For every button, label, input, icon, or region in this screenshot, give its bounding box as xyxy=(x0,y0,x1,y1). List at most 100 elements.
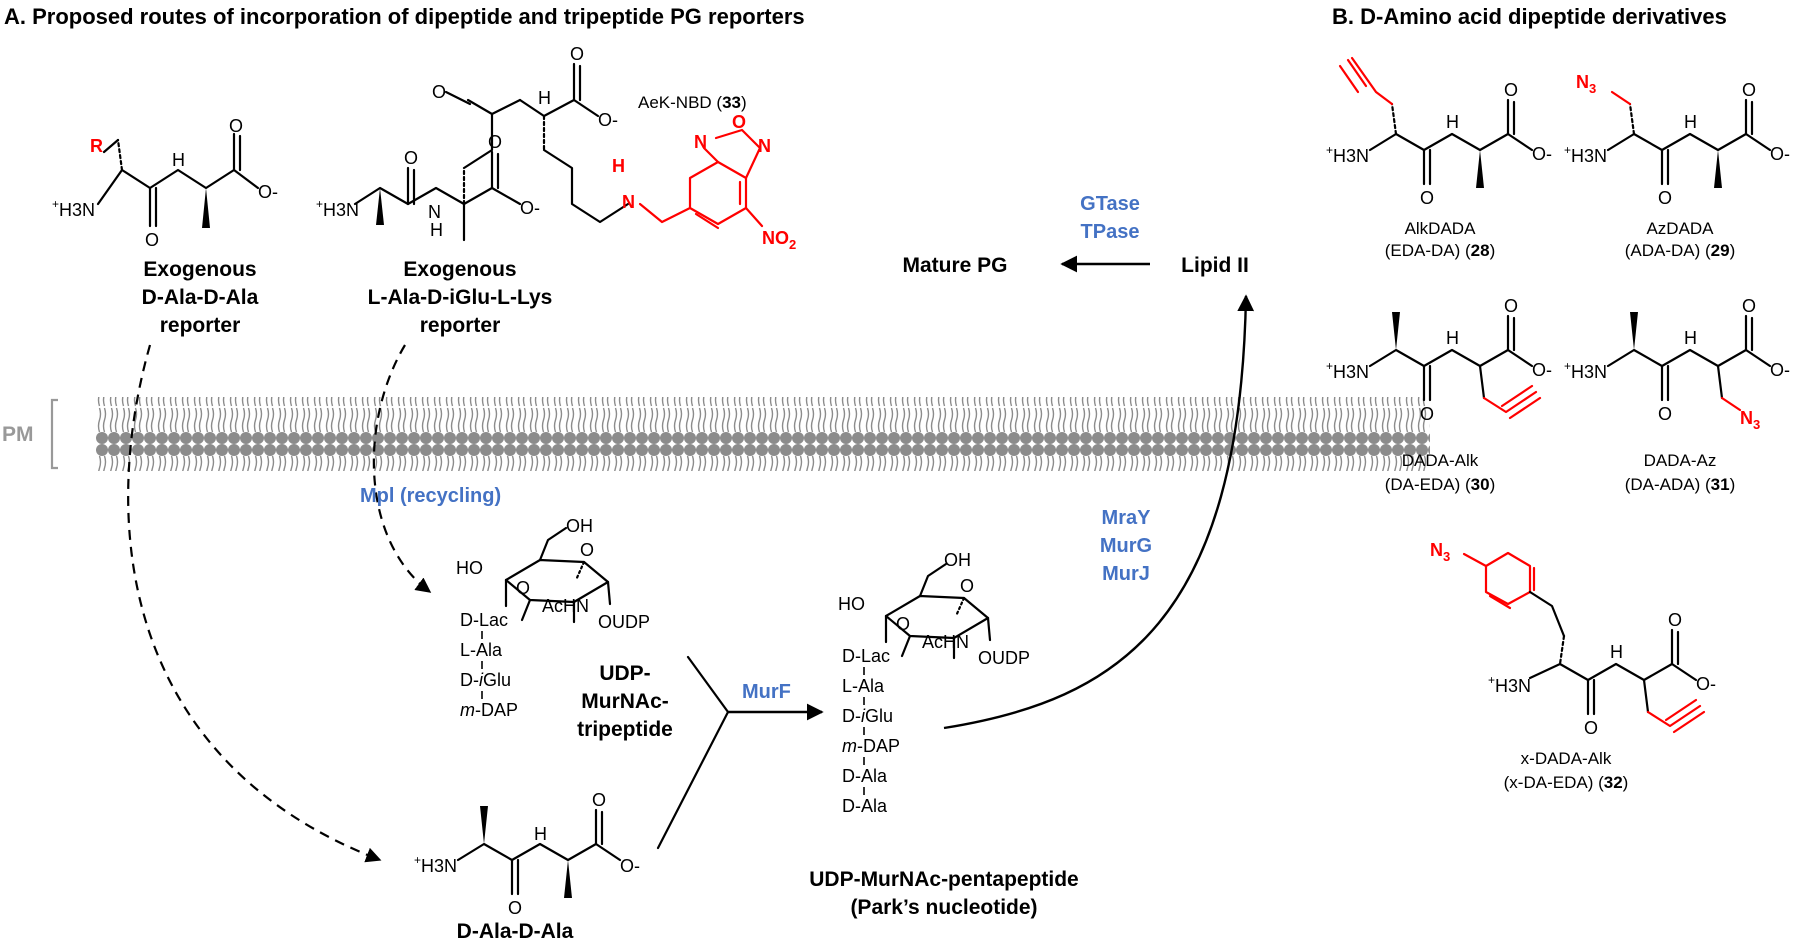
tri-oudp: OUDP xyxy=(598,612,650,632)
reporter1-label-line3: reporter xyxy=(160,314,241,337)
compound-28-structure xyxy=(1338,56,1534,188)
reporter2-structure xyxy=(353,62,630,242)
c31-h3n: +H3N xyxy=(1564,359,1607,382)
c28-h3n: +H3N xyxy=(1326,143,1369,166)
c28-nh: H xyxy=(1446,112,1459,132)
compound-30-structure xyxy=(1368,312,1542,420)
reporter1-acid-o: O xyxy=(229,116,243,136)
c31-name: DADA-Az xyxy=(1644,451,1717,470)
tri-o-lac: O xyxy=(516,578,530,598)
tri-ring-o: O xyxy=(580,540,594,560)
compound-29-structure xyxy=(1606,90,1772,188)
c30-abbr: (DA-EDA) (30) xyxy=(1385,475,1496,494)
membrane-label: PM xyxy=(2,423,34,446)
nbd-n2: N xyxy=(758,136,771,156)
enzyme-mpl: Mpl (recycling) xyxy=(360,485,501,507)
c30-name: DADA-Alk xyxy=(1402,451,1479,470)
c31-n3: N3 xyxy=(1740,408,1760,432)
reporter2-ominus2: O- xyxy=(598,110,618,130)
udp-tripeptide-line3: tripeptide xyxy=(577,718,673,741)
dipeptide-h3n: +H3N xyxy=(414,853,457,876)
reporter2-o2: O xyxy=(488,132,502,152)
udp-tripeptide-line1: UDP- xyxy=(599,662,650,685)
penta-oh: OH xyxy=(944,550,971,570)
reporter1-path-arrow xyxy=(127,344,382,863)
pentapeptide-label-line2: (Park’s nucleotide) xyxy=(850,896,1037,919)
nbd-nh: H xyxy=(612,156,625,176)
reporter2-h3n: +H3N xyxy=(316,197,359,220)
c30-nh: H xyxy=(1446,328,1459,348)
nbd-no2: NO2 xyxy=(762,228,796,252)
c29-n3: N3 xyxy=(1576,72,1596,96)
pentapeptide-residue: D-iGlu xyxy=(842,706,893,726)
nbd-n-amine: N xyxy=(622,192,635,212)
tripeptide-residue: D-Lac xyxy=(460,610,508,630)
c30-acid-o: O xyxy=(1504,296,1518,316)
tripeptide-residue: D-iGlu xyxy=(460,670,511,690)
reporter2-path-arrow xyxy=(372,344,432,593)
c28-name: AlkDADA xyxy=(1405,219,1477,238)
reporter2-ominus1: O- xyxy=(520,198,540,218)
c32-name: x-DADA-Alk xyxy=(1521,749,1612,768)
c31-acid-o: O xyxy=(1742,296,1756,316)
reporter1-label-line2: D-Ala-D-Ala xyxy=(142,286,259,309)
c32-h3n: +H3N xyxy=(1488,673,1531,696)
c30-o: O xyxy=(1420,404,1434,424)
c32-n3: N3 xyxy=(1430,540,1450,564)
udp-pentapeptide-sugar xyxy=(884,562,992,660)
c32-acid-o: O xyxy=(1668,610,1682,630)
lipid-ii-label: Lipid II xyxy=(1181,254,1249,277)
dipeptide-structure xyxy=(456,806,622,898)
c29-h3n: +H3N xyxy=(1564,143,1607,166)
reporter2-o1: O xyxy=(404,148,418,168)
compound-31-structure xyxy=(1606,312,1772,412)
enzyme-mray: MraY xyxy=(1102,507,1152,529)
enzyme-murg: MurG xyxy=(1100,535,1152,557)
enzyme-murj: MurJ xyxy=(1102,563,1150,585)
c30-ominus: O- xyxy=(1532,360,1552,380)
dipeptide-acid-ominus: O- xyxy=(620,856,640,876)
nbd-fluorophore xyxy=(638,128,764,230)
dipeptide-carbonyl-o: O xyxy=(508,898,522,918)
membrane-bracket xyxy=(50,398,58,470)
panel-a-title: A. Proposed routes of incorporation of d… xyxy=(4,4,805,29)
penta-ring-o: O xyxy=(960,576,974,596)
reporter1-h3n: +H3N xyxy=(52,197,95,220)
tri-achn: AcHN xyxy=(542,596,589,616)
c30-h3n: +H3N xyxy=(1326,359,1369,382)
nbd-o: O xyxy=(732,112,746,132)
c31-nh: H xyxy=(1684,328,1697,348)
mature-pg-label: Mature PG xyxy=(902,254,1007,277)
enzyme-murf: MurF xyxy=(742,681,791,703)
c29-o: O xyxy=(1658,188,1672,208)
reporter1-label-line1: Exogenous xyxy=(143,258,256,281)
tripeptide-residue: L-Ala xyxy=(460,640,503,660)
reporter2-label-line1: Exogenous xyxy=(403,258,516,281)
c32-nh: H xyxy=(1610,642,1623,662)
penta-achn: AcHN xyxy=(922,632,969,652)
reporter1-r-group: R xyxy=(90,136,103,156)
pentapeptide-residue: D-Ala xyxy=(842,766,888,786)
compound-32-structure xyxy=(1462,551,1706,734)
c32-o: O xyxy=(1584,718,1598,738)
penta-o-lac: O xyxy=(896,614,910,634)
panel-b-title: B. D-Amino acid dipeptide derivatives xyxy=(1332,4,1727,29)
c31-abbr: (DA-ADA) (31) xyxy=(1625,475,1736,494)
c31-ominus: O- xyxy=(1770,360,1790,380)
dipeptide-label: D-Ala-D-Ala xyxy=(457,920,574,943)
c29-name: AzDADA xyxy=(1646,219,1714,238)
udp-tripeptide-sugar xyxy=(504,526,612,624)
reporter2-label-line2: L-Ala-D-iGlu-L-Lys xyxy=(368,286,553,309)
nbd-n1: N xyxy=(694,132,707,152)
reporter2-compound-label: AeK-NBD (33) xyxy=(638,93,747,112)
c28-o: O xyxy=(1420,188,1434,208)
reporter2-o3: O xyxy=(432,82,446,102)
reporter2-n1: N xyxy=(428,202,441,222)
udp-tripeptide-line2: MurNAc- xyxy=(581,690,669,713)
dipeptide-acid-o: O xyxy=(592,790,606,810)
tripeptide-residue: m-DAP xyxy=(460,700,518,720)
reporter2-label-line3: reporter xyxy=(420,314,501,337)
